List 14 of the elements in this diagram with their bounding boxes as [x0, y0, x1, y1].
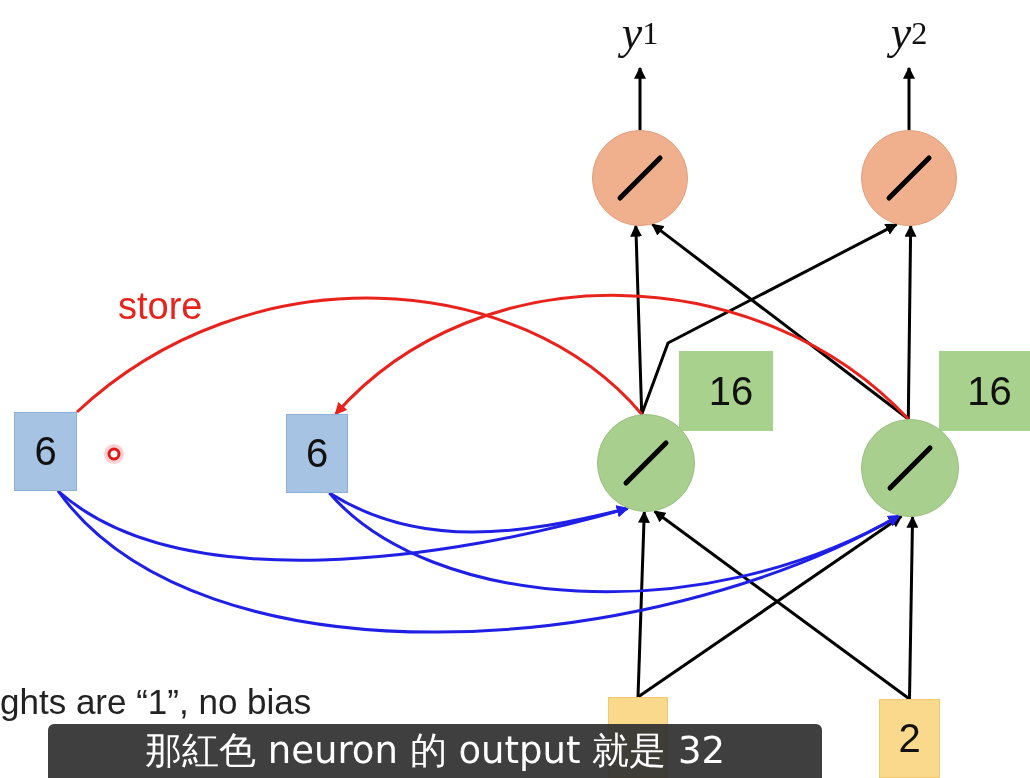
arrow [328, 491, 901, 593]
value-box: 16 [939, 351, 1030, 431]
arrow [903, 66, 915, 130]
memory-cell: 6 [286, 414, 348, 493]
arrow [906, 515, 919, 700]
value-box: 16 [679, 351, 773, 431]
arrow [334, 293, 910, 421]
input-box: 2 [879, 699, 940, 778]
arrow [634, 66, 646, 130]
arrow [636, 510, 650, 698]
memory-cell: 6 [14, 412, 77, 491]
note-text: ghts are “1”, no bias [0, 682, 312, 722]
arrow [904, 224, 917, 420]
subtitle-caption: 那紅色 neuron 的 output 就是 32 [48, 724, 822, 778]
